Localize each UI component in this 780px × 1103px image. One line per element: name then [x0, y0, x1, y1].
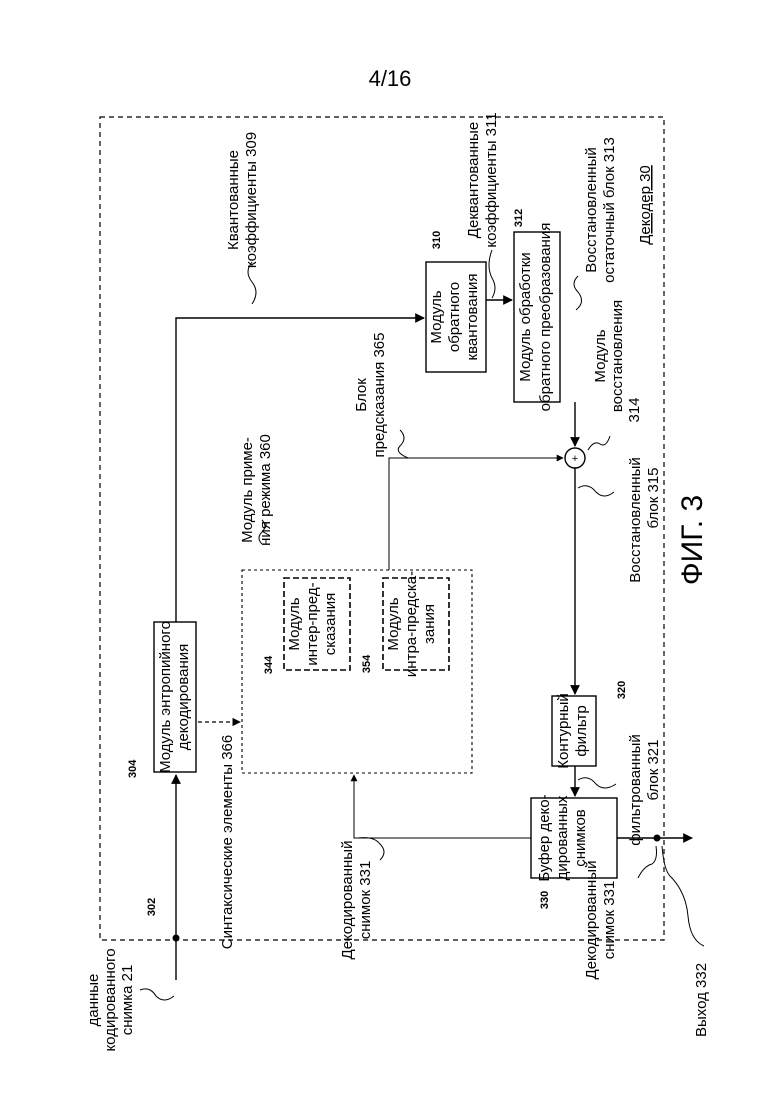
intra-label-3: зания — [421, 604, 438, 644]
entropy-ref: 304 — [127, 759, 139, 778]
encoded-label-2: кодированного — [102, 948, 119, 1051]
iq-ref: 310 — [431, 231, 443, 249]
inverse-quantization-block: Модуль обратного квантования — [426, 262, 486, 372]
decoded-a-label-2: снимок 331 — [357, 861, 374, 940]
iq-label-1: Модуль — [428, 290, 445, 343]
loop-filter-block: Контурный фильтр — [552, 693, 596, 769]
input-ref: 302 — [146, 898, 158, 916]
encoded-label-3: снимка 21 — [119, 965, 136, 1036]
iq-label-3: квантования — [464, 274, 481, 361]
pred-block-label-1: Блок — [353, 378, 370, 412]
recon-label-3: 314 — [626, 397, 643, 422]
output-node — [654, 835, 661, 842]
intra-label-2: интра-предска- — [403, 571, 420, 677]
residual-label-2: остаточный блок 313 — [601, 137, 618, 283]
syntax-elements-label: Синтаксические элементы 366 — [219, 735, 236, 949]
recon-block-label-2: блок 315 — [645, 468, 662, 529]
lf-ref: 320 — [616, 681, 628, 699]
dpb-label-2: дированных — [554, 795, 571, 880]
inter-label-2: интер-пред- — [304, 582, 321, 665]
entropy-label-1: Модуль энтропийного — [157, 621, 174, 773]
lf-label-1: Контурный — [555, 693, 572, 769]
recon-block-label-1: Восстановленный — [627, 457, 644, 582]
prediction-to-summer-arrow — [389, 458, 563, 570]
dpb-ref: 330 — [539, 891, 551, 909]
reconstruction-summer: + — [565, 448, 585, 468]
decoded-picture-buffer-block: Буфер деко- дированных снимков — [531, 794, 617, 881]
recon-label-1: Модуль — [592, 329, 609, 382]
pred-block-label-2: предсказания 365 — [371, 333, 388, 458]
filtered-label-2: блок 321 — [645, 740, 662, 801]
dpb-label-3: снимков — [572, 809, 589, 867]
quant-coeffs-label-2: коэффициенты 309 — [243, 132, 260, 268]
inter-prediction-block: Модуль интер-пред- сказания — [284, 578, 350, 670]
filtered-label-1: фильтрованный — [627, 734, 644, 846]
dequant-coeffs-label-2: коэффициенты 311 — [483, 112, 500, 247]
decoder-title: Декодер 30 — [637, 165, 654, 245]
iq-label-2: обратного — [446, 282, 463, 352]
summer-symbol: + — [572, 453, 578, 465]
figure-caption: ФИГ. 3 — [676, 495, 709, 585]
inter-label-1: Модуль — [286, 597, 303, 650]
inter-label-3: сказания — [322, 593, 339, 656]
entropy-decoding-block: Модуль энтропийного декодирования — [154, 621, 196, 773]
dequant-coeffs-label-1: Деквантованные — [465, 122, 482, 238]
decoded-b-label-1: Декодированный — [583, 861, 600, 980]
intra-label-1: Модуль — [385, 597, 402, 650]
mode-apply-label-2: ния режима 360 — [257, 434, 274, 546]
output-label: Выход 332 — [693, 963, 710, 1037]
dpb-to-mode-arrow — [354, 775, 531, 838]
it-ref: 312 — [513, 209, 525, 227]
decoded-b-label-2: снимок 331 — [601, 881, 618, 960]
quant-coeffs-label-1: Квантованные — [225, 150, 242, 250]
inverse-transform-block: Модуль обработки обратного преобразовани… — [514, 223, 560, 412]
intra-ref: 354 — [361, 654, 373, 673]
inter-ref: 344 — [263, 655, 275, 674]
intra-prediction-block: Модуль интра-предска- зания — [383, 571, 449, 677]
residual-label-1: Восстановленный — [583, 147, 600, 272]
lf-label-2: фильтр — [573, 705, 590, 756]
decoded-a-label-1: Декодированный — [339, 841, 356, 960]
encoded-label-1: данные — [85, 974, 102, 1027]
it-label-2: обратного преобразования — [537, 223, 554, 412]
it-label-1: Модуль обработки — [517, 252, 534, 381]
mode-application-block — [242, 570, 472, 773]
mode-apply-label-1: Модуль приме- — [239, 437, 256, 543]
dpb-label-1: Буфер деко- — [536, 794, 553, 881]
entropy-label-2: декодирования — [175, 644, 192, 751]
recon-label-2: восстановления — [609, 300, 626, 412]
